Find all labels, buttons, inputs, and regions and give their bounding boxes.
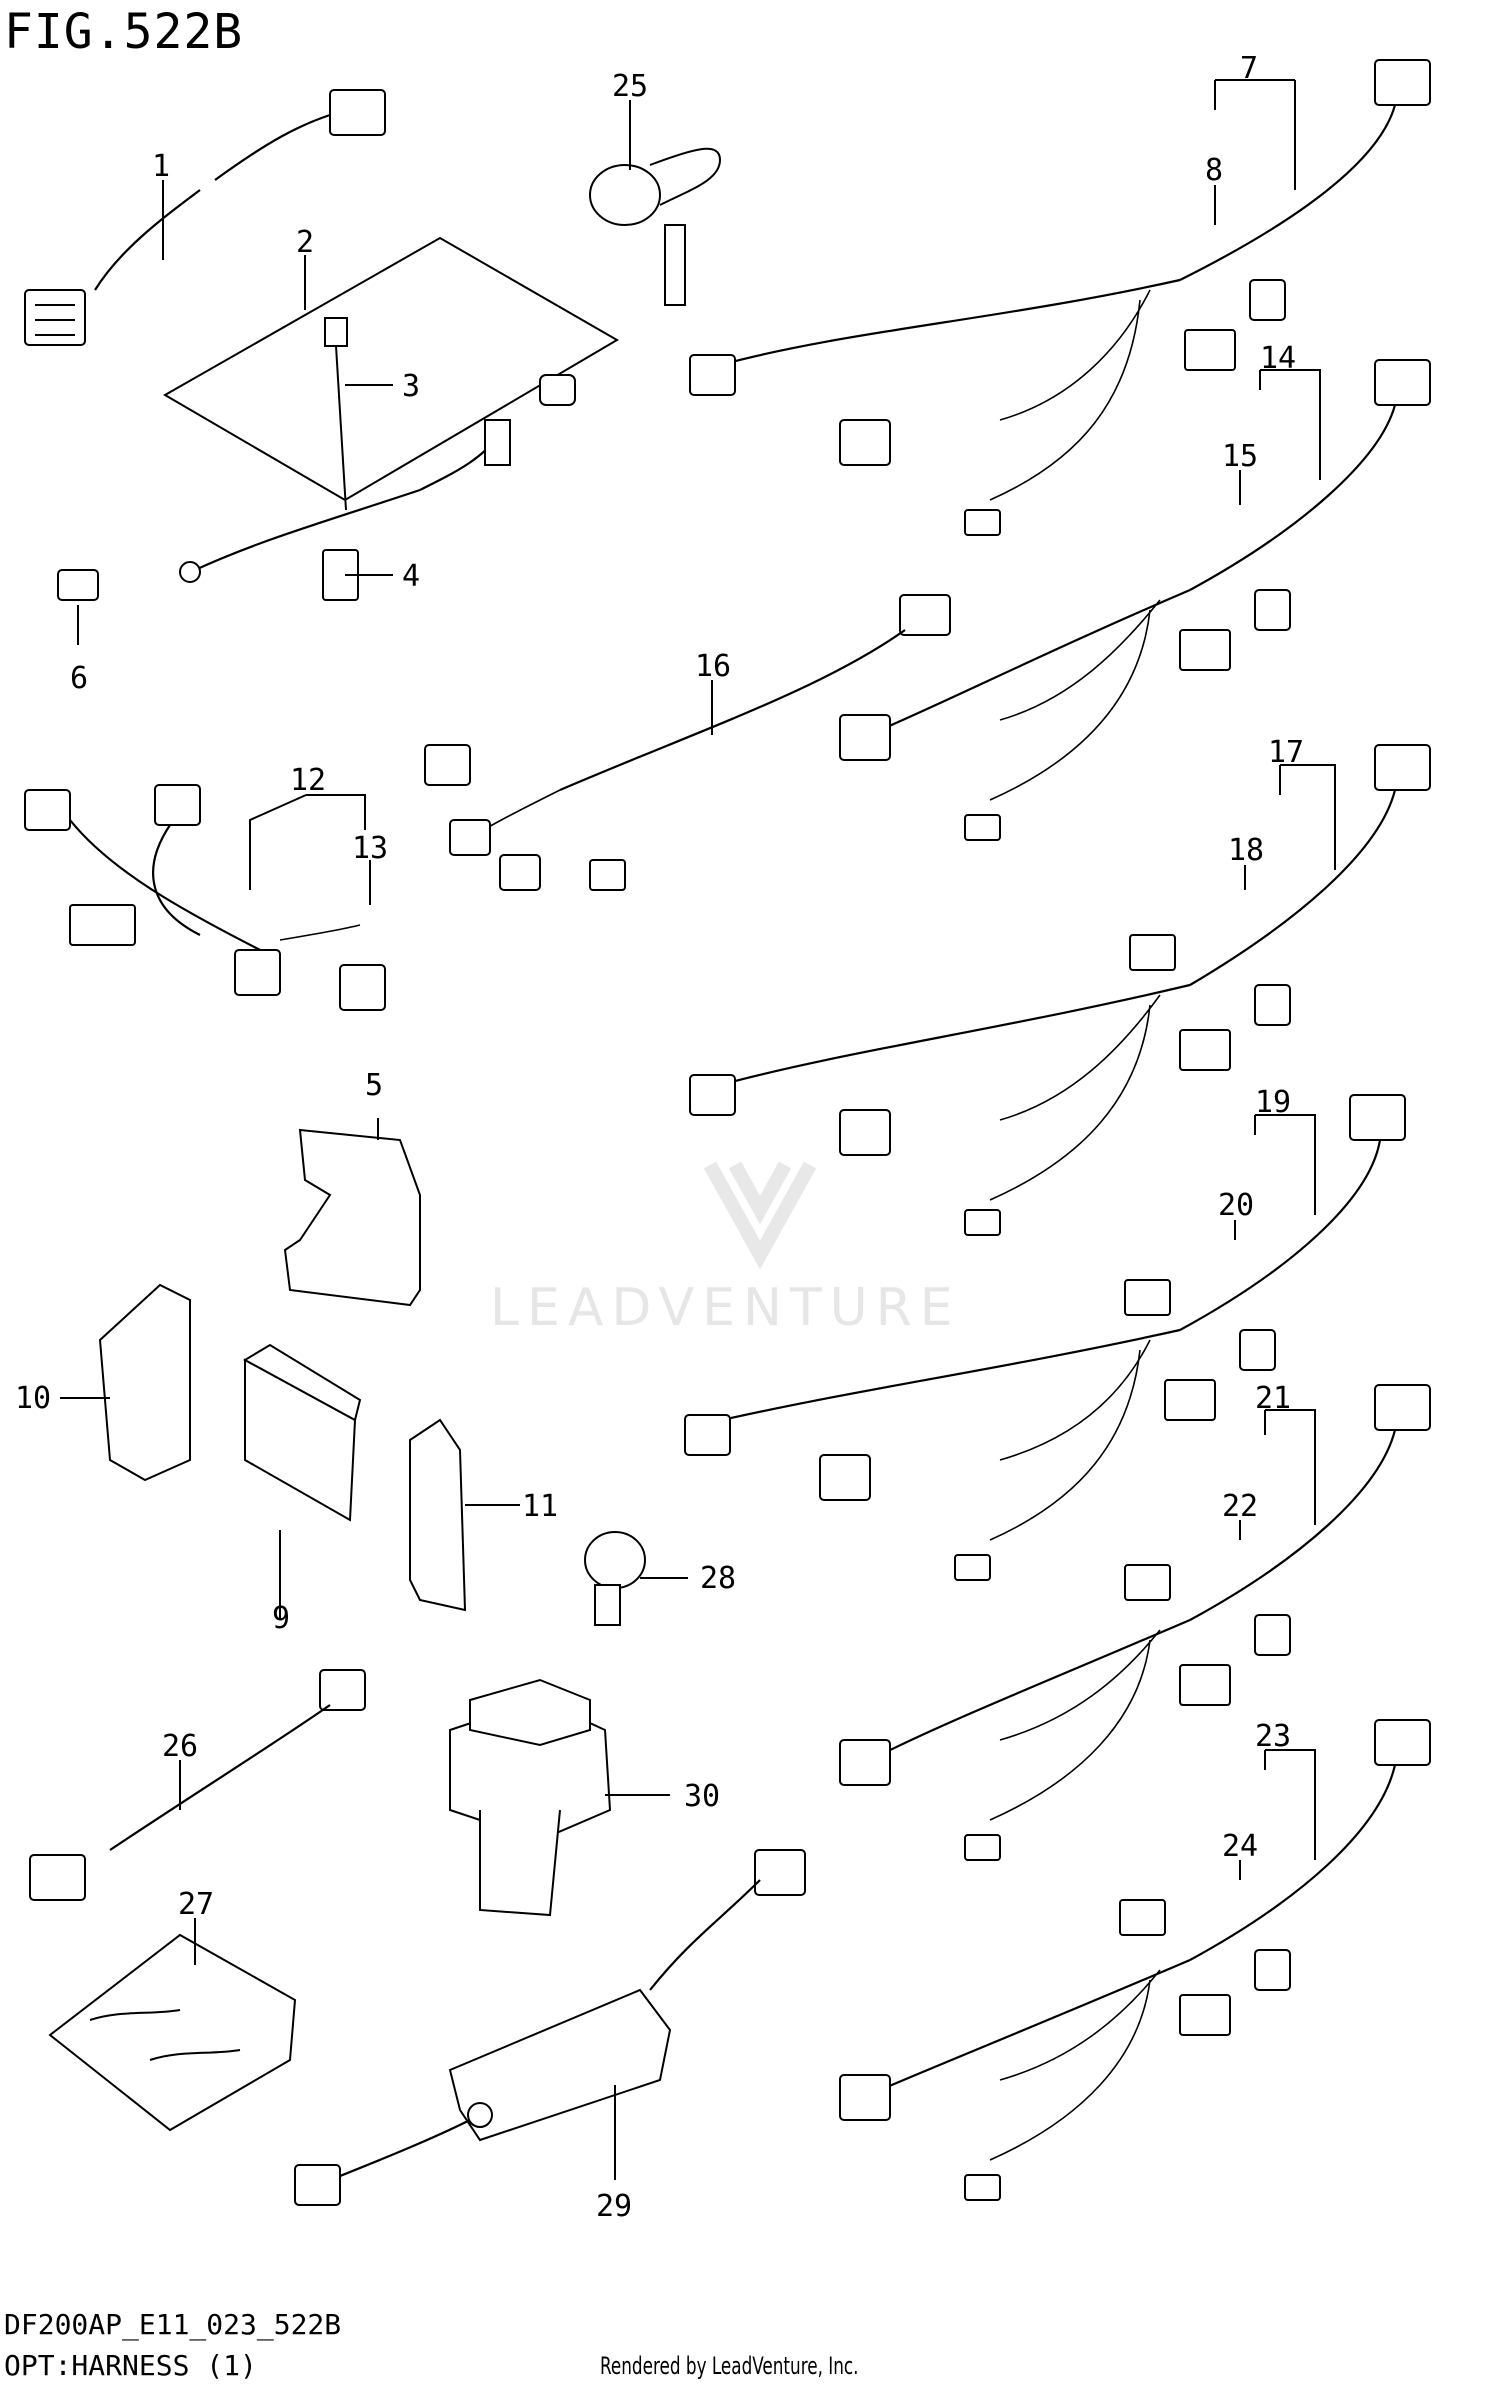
part-27-bag[interactable] xyxy=(48,1933,297,2132)
callout-29: 29 xyxy=(596,2189,632,2224)
part-28-clamp[interactable] xyxy=(584,1531,646,1626)
callout-18: 18 xyxy=(1228,833,1264,868)
harness-19[interactable] xyxy=(684,1094,1406,1581)
harness-21[interactable] xyxy=(839,1384,1431,1861)
callout-labels: 1 2 3 4 5 6 7 8 9 10 11 12 13 14 15 16 1… xyxy=(15,51,1304,2224)
watermark-text: LEADVENTURE xyxy=(490,1278,961,1338)
part-26-harness[interactable] xyxy=(29,1669,366,1901)
part-3-tie-head xyxy=(324,317,348,347)
harness-23[interactable] xyxy=(839,1719,1431,2201)
callout-21: 21 xyxy=(1255,1381,1291,1416)
callout-22: 22 xyxy=(1222,1489,1258,1524)
part-9-ecu[interactable] xyxy=(242,1343,362,1522)
callout-2: 2 xyxy=(296,225,314,260)
harness-16[interactable] xyxy=(424,594,951,891)
callout-14: 14 xyxy=(1260,341,1296,376)
callout-8: 8 xyxy=(1205,153,1223,188)
callout-23: 23 xyxy=(1255,1719,1291,1754)
part-2-boot xyxy=(484,419,511,466)
callout-7: 7 xyxy=(1240,51,1258,86)
callout-4: 4 xyxy=(402,559,420,594)
callout-1: 1 xyxy=(152,149,170,184)
part-10-bracket[interactable] xyxy=(98,1283,191,1482)
callout-30: 30 xyxy=(684,1779,720,1814)
callout-28: 28 xyxy=(700,1561,736,1596)
part-30-relay[interactable] xyxy=(449,1678,612,1917)
part-2-frame xyxy=(162,236,619,502)
callout-19: 19 xyxy=(1255,1085,1291,1120)
harness-7[interactable] xyxy=(689,59,1431,536)
part-25-cap[interactable] xyxy=(589,147,722,306)
harness-14[interactable] xyxy=(839,359,1431,841)
callout-24: 24 xyxy=(1222,1829,1258,1864)
callout-5: 5 xyxy=(365,1068,383,1103)
watermark-logo xyxy=(703,1161,817,1270)
part-29-harness[interactable] xyxy=(294,1849,806,2206)
part-6-connector[interactable] xyxy=(57,569,99,601)
callout-11: 11 xyxy=(522,1489,558,1524)
harness-17[interactable] xyxy=(689,744,1431,1236)
part-11-bracket[interactable] xyxy=(409,1418,467,1612)
callout-17: 17 xyxy=(1268,735,1304,770)
leader-lines xyxy=(60,79,1336,2180)
harness-12[interactable] xyxy=(24,784,386,1011)
callout-26: 26 xyxy=(162,1729,198,1764)
callout-12: 12 xyxy=(290,763,326,798)
callout-10: 10 xyxy=(15,1381,51,1416)
figure-caption: OPT:HARNESS (1) xyxy=(4,2349,257,2382)
callout-27: 27 xyxy=(178,1887,214,1922)
callout-25: 25 xyxy=(612,69,648,104)
callout-6: 6 xyxy=(70,661,88,696)
callout-3: 3 xyxy=(402,369,420,404)
callout-9: 9 xyxy=(272,1601,290,1636)
callout-20: 20 xyxy=(1218,1188,1254,1223)
part-2-kit[interactable] xyxy=(162,236,619,601)
render-credit: Rendered by LeadVenture, Inc. xyxy=(600,2352,859,2380)
part-1-harness[interactable] xyxy=(24,89,386,346)
callout-15: 15 xyxy=(1222,439,1258,474)
callout-16: 16 xyxy=(695,649,731,684)
part-3-tie-strap xyxy=(335,345,347,511)
figure-title: FIG.522B xyxy=(4,4,244,60)
part-5-cover[interactable] xyxy=(283,1128,421,1307)
callout-13: 13 xyxy=(352,831,388,866)
drawing-code: DF200AP_E11_023_522B xyxy=(4,2308,342,2341)
